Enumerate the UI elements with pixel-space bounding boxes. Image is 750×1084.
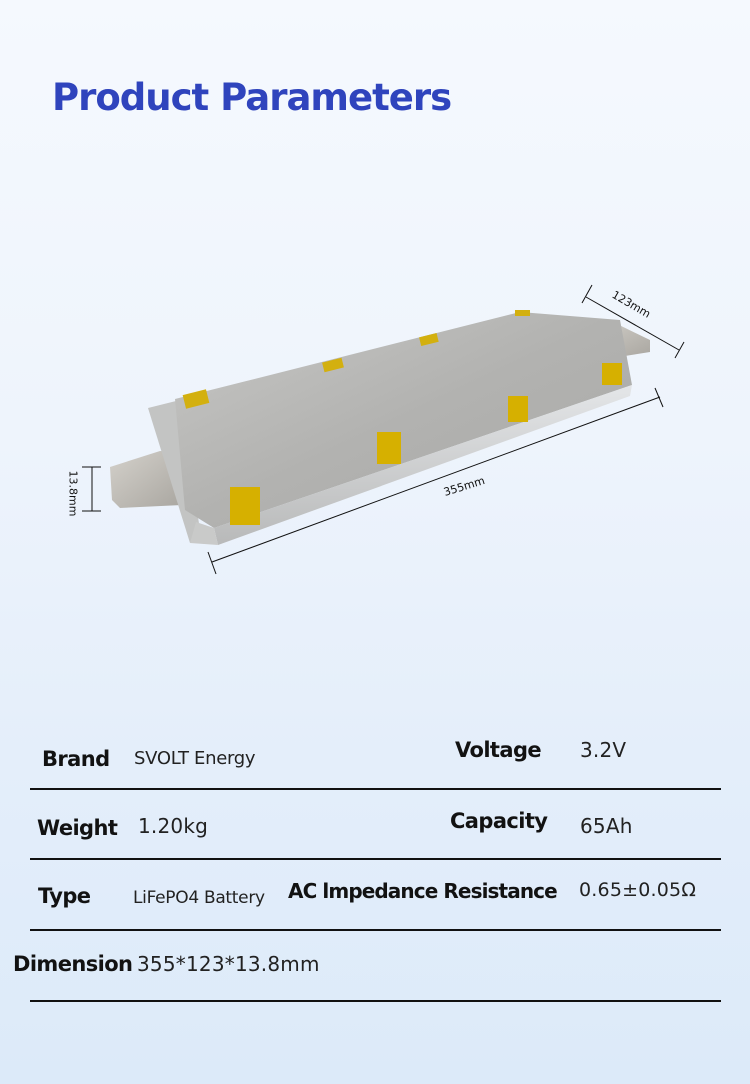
type-value: LiFePO4 Battery (133, 888, 265, 908)
voltage-value: 3.2V (580, 738, 627, 762)
impedance-label: AC lmpedance Resistance (288, 879, 558, 903)
brand-value: SVOLT Energy (134, 748, 256, 769)
voltage-label: Voltage (455, 738, 542, 762)
row-divider (30, 929, 721, 931)
dimension-label: Dimension (13, 952, 133, 976)
capacity-value: 65Ah (580, 814, 633, 838)
param-row-brand-voltage: Brand SVOLT Energy Voltage 3.2V (0, 720, 750, 790)
page-title: Product Parameters (52, 76, 452, 119)
impedance-value: 0.65±0.05Ω (579, 879, 697, 901)
row-divider (30, 788, 721, 790)
battery-figure: 123mm 355mm 13.8mm (0, 260, 750, 600)
weight-label: Weight (37, 816, 118, 840)
row-divider (30, 1000, 721, 1002)
capacity-label: Capacity (450, 809, 548, 833)
weight-value: 1.20kg (138, 814, 209, 838)
param-row-type-impedance: Type LiFePO4 Battery AC lmpedance Resist… (0, 860, 750, 930)
param-row-weight-capacity: Weight 1.20kg Capacity 65Ah (0, 790, 750, 860)
dimension-value: 355*123*13.8mm (137, 952, 320, 976)
brand-label: Brand (42, 747, 110, 771)
type-label: Type (38, 884, 91, 908)
param-row-dimension: Dimension 355*123*13.8mm (0, 931, 750, 1001)
battery-cell-illustration (82, 284, 685, 575)
row-divider (30, 858, 721, 860)
dimension-thickness-label: 13.8mm (66, 470, 80, 517)
